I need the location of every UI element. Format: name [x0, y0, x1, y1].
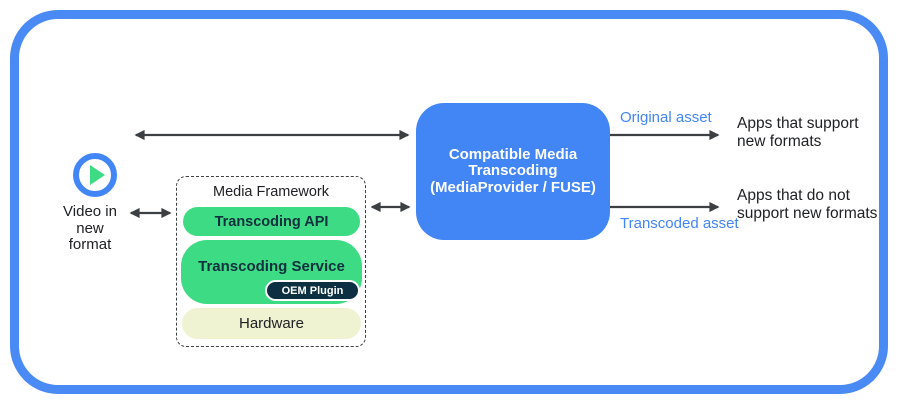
outer-border	[10, 10, 888, 394]
transcoding-api-box: Transcoding API	[183, 207, 360, 236]
original-asset-label: Original asset	[620, 109, 712, 126]
video-label-line: format	[68, 236, 112, 253]
oem-plugin-box: OEM Plugin	[265, 280, 360, 301]
media-framework-box: Media Framework Transcoding API Transcod…	[176, 176, 366, 347]
play-triangle-icon	[89, 165, 105, 185]
transcoding-box-line: Compatible Media	[448, 145, 578, 163]
hardware-box: Hardware	[182, 308, 361, 339]
video-label-line: new	[76, 219, 104, 237]
media-framework-title: Media Framework	[212, 184, 330, 200]
compatible-media-transcoding-box: Compatible Media Transcoding (MediaProvi…	[416, 103, 610, 240]
apps-not-support-new-formats-label: Apps that do not support new formats	[737, 187, 878, 222]
video-input-label: Video in new format	[48, 203, 132, 254]
apps-support-new-formats-label: Apps that support new formats	[737, 115, 859, 150]
transcoding-box-line: (MediaProvider / FUSE)	[430, 178, 596, 196]
transcoded-asset-label: Transcoded asset	[620, 215, 739, 232]
transcoding-box-line: Transcoding	[468, 162, 558, 180]
transcoding-service-label: Transcoding Service	[198, 257, 345, 275]
video-label-line: Video in	[63, 203, 117, 220]
play-icon	[73, 153, 117, 197]
